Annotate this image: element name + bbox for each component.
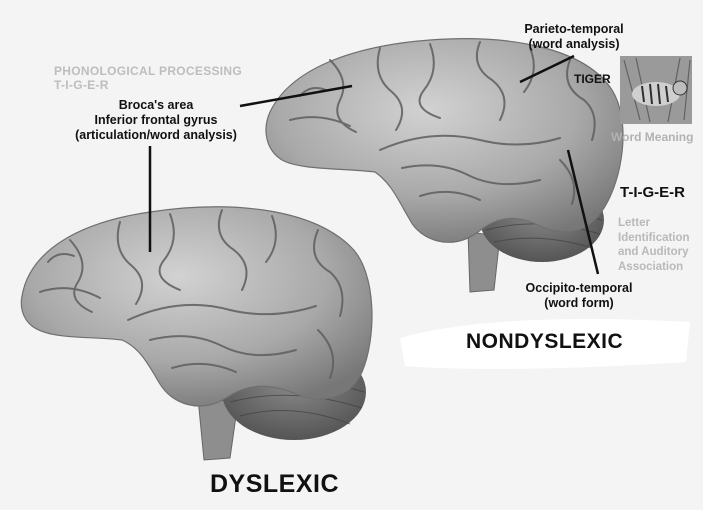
letter-line-4: Association [618, 260, 690, 275]
word-meaning-label: Word Meaning [611, 130, 693, 144]
parieto-temporal-label: Parieto-temporal (word analysis) [512, 22, 636, 52]
parieto-line-2: (word analysis) [512, 37, 636, 52]
occipito-line-2: (word form) [514, 296, 644, 311]
broca-area-label: Broca's area Inferior frontal gyrus (art… [56, 98, 256, 142]
broca-line-2: Inferior frontal gyrus [56, 113, 256, 128]
phonological-title: PHONOLOGICAL PROCESSING [54, 64, 242, 78]
broca-line-1: Broca's area [56, 98, 256, 113]
dyslexic-caption: DYSLEXIC [210, 470, 339, 499]
letter-line-2: Identification [618, 231, 690, 246]
nondyslexic-caption: NONDYSLEXIC [466, 330, 623, 354]
occipito-temporal-label: Occipito-temporal (word form) [514, 281, 644, 311]
dyslexic-brain [21, 207, 372, 460]
letter-identification-label: Letter Identification and Auditory Assoc… [618, 216, 690, 275]
tiger-word-label: TIGER [574, 72, 611, 86]
phonological-letters: T-I-G-E-R [54, 78, 242, 92]
phonological-processing-label: PHONOLOGICAL PROCESSING T-I-G-E-R [54, 64, 242, 92]
tiger-spelled-label: T-I-G-E-R [620, 184, 685, 202]
letter-line-3: and Auditory [618, 245, 690, 260]
letter-line-1: Letter [618, 216, 690, 231]
parieto-line-1: Parieto-temporal [512, 22, 636, 37]
tiger-photo-icon [620, 56, 692, 124]
broca-line-3: (articulation/word analysis) [56, 128, 256, 143]
occipito-line-1: Occipito-temporal [514, 281, 644, 296]
